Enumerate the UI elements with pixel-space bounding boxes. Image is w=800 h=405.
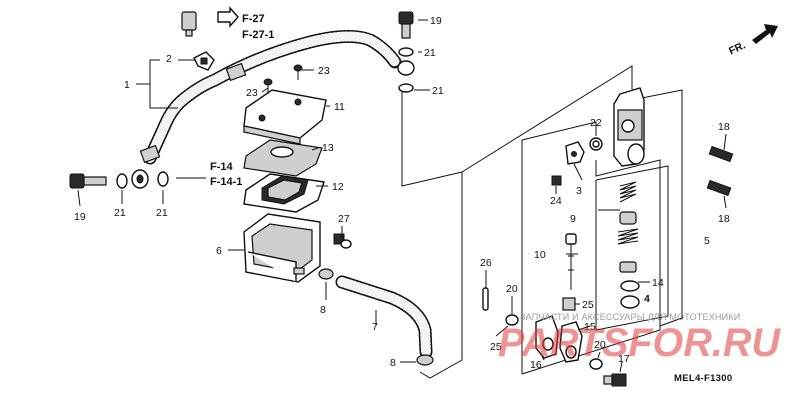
master-cylinder-frame: [401, 65, 683, 379]
brake-hose: [143, 30, 402, 165]
callout-18a: 18: [718, 121, 730, 133]
piston-cup: [619, 211, 637, 225]
hose-clip-lower: [416, 354, 434, 366]
hose-clamp: [193, 51, 215, 71]
bolt-27: [333, 233, 352, 249]
callout-6: 6: [216, 245, 222, 257]
callout-23a: 23: [318, 65, 330, 77]
hose-fitting-lower: [139, 144, 161, 164]
union-bolt-top: [398, 11, 414, 39]
callout-14: 14: [652, 277, 664, 289]
screw-top-icon: [181, 11, 197, 37]
callout-5: 5: [704, 235, 710, 247]
callout-17: 17: [618, 353, 630, 365]
callout-22: 22: [590, 117, 602, 129]
callout-24: 24: [550, 195, 562, 207]
callout-13: 13: [322, 142, 334, 154]
callout-25b: 25: [490, 341, 502, 353]
washer-top-2: [398, 83, 414, 93]
cylinder-core-frame: [595, 165, 669, 331]
reservoir-hose: [335, 275, 433, 359]
washer-20b: [589, 358, 603, 370]
front-direction-label: FR.: [727, 39, 747, 57]
reservoir-plate: [243, 139, 323, 177]
nut-25: [562, 297, 576, 311]
callout-23b: 23: [246, 87, 258, 99]
bolt-18b: [706, 179, 732, 197]
washer-left-2: [157, 171, 169, 187]
callout-25a: 25: [582, 299, 594, 311]
callout-8a: 8: [320, 304, 326, 316]
reservoir-cover: [243, 89, 327, 145]
callout-26: 26: [480, 257, 492, 269]
washer-20a: [505, 314, 519, 326]
callout-10: 10: [534, 249, 546, 261]
callout-8b: 8: [390, 357, 396, 369]
master-cylinder-body: [613, 87, 645, 167]
callout-15: 15: [584, 321, 596, 333]
callout-2: 2: [166, 53, 172, 65]
callout-19a: 19: [430, 15, 442, 27]
callout-9: 9: [570, 213, 576, 225]
front-direction-arrow-icon: [752, 24, 778, 44]
leader-lines: [77, 19, 727, 373]
hose-eye-left: [131, 169, 149, 189]
callout-21d: 21: [156, 207, 168, 219]
callout-20b: 20: [594, 339, 606, 351]
circlip-22: [589, 137, 603, 151]
callout-3: 3: [576, 185, 582, 197]
screw-23a: [293, 64, 303, 80]
callout-1: 1: [124, 79, 130, 91]
diagram-code: MEL4-F1300: [674, 373, 732, 384]
callout-21c: 21: [114, 207, 126, 219]
union-bolt-left: [69, 173, 107, 189]
piston: [617, 228, 639, 273]
hose-eye-top: [397, 60, 415, 76]
callout-19b: 19: [74, 211, 86, 223]
ref-f27: F-27: [242, 13, 265, 25]
watermark-brand: PARTSFOR.RU: [498, 321, 781, 365]
callout-20a: 20: [506, 283, 518, 295]
ref-f27-1: F-27-1: [242, 29, 274, 41]
callout-18b: 18: [718, 213, 730, 225]
washer-left-1: [116, 173, 128, 189]
spring: [619, 181, 637, 203]
callout-27: 27: [338, 213, 350, 225]
callout-16: 16: [530, 359, 542, 371]
push-rod: [565, 233, 577, 290]
washer-top-1: [398, 47, 414, 57]
callout-21b: 21: [432, 85, 444, 97]
watermark-tagline: ЗАПЧАСТИ И АКСЕССУАРЫ ДЛЯ МОТОТЕХНИКИ: [520, 312, 740, 322]
screw-23b: [263, 78, 273, 94]
nut-24: [551, 175, 562, 186]
ref-f14-1: F-14-1: [210, 176, 242, 188]
callout-4: 4: [644, 293, 650, 305]
callout-7: 7: [372, 321, 378, 333]
clevis-16: [535, 315, 559, 359]
callout-11: 11: [334, 101, 345, 113]
ref-f14: F-14: [210, 161, 234, 173]
callout-12: 12: [332, 181, 344, 193]
hose-fitting-upper: [225, 62, 247, 82]
piston-seal: [620, 280, 640, 309]
diaphragm: [243, 173, 325, 213]
hose-clip-upper: [318, 268, 334, 280]
joint-bracket: [565, 141, 585, 165]
bolt-17: [603, 373, 627, 387]
clevis-15: [559, 321, 583, 363]
reservoir-body: [243, 213, 321, 283]
bolt-18a: [708, 145, 734, 163]
ref-arrow-f27: [217, 6, 239, 28]
callout-21a: 21: [424, 47, 436, 59]
pin-26: [482, 287, 489, 311]
